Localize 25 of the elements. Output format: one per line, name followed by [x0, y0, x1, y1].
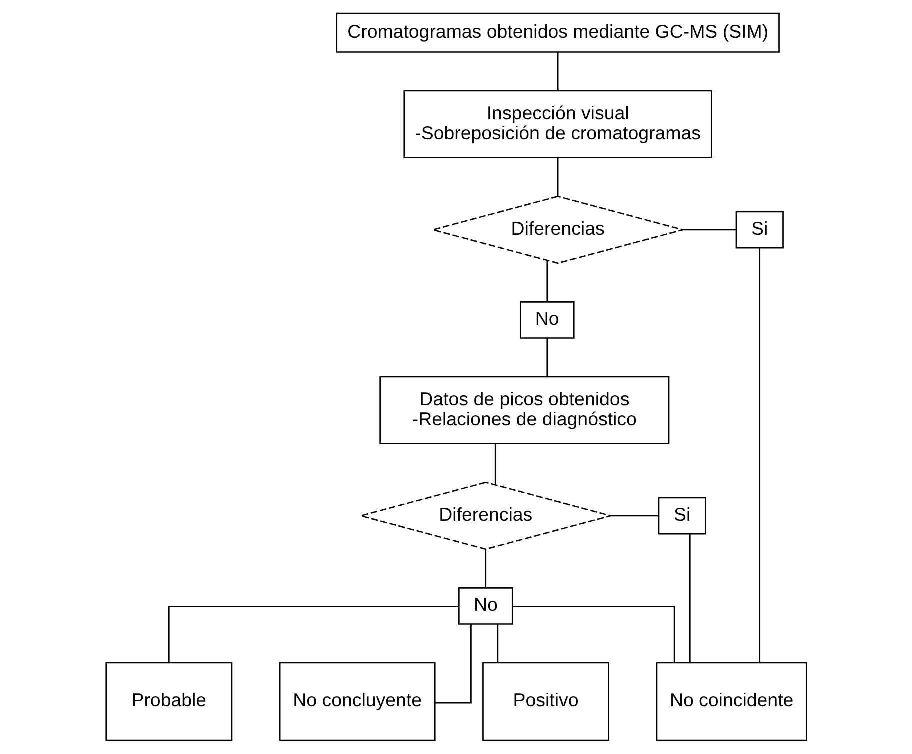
connector — [546, 338, 548, 377]
connector — [546, 261, 548, 302]
node-box: Probable — [105, 662, 232, 742]
node-box: Cromatogramas obtenidos mediante GC-MS (SIM) — [336, 12, 780, 53]
node-box: Si — [735, 211, 784, 249]
node-box: No — [519, 302, 574, 339]
connector — [688, 534, 690, 663]
node-box: Si — [658, 497, 706, 535]
connector — [683, 229, 736, 231]
connector — [494, 444, 496, 485]
connector — [512, 606, 675, 663]
connector — [484, 550, 486, 588]
connector — [434, 624, 472, 704]
connector — [168, 606, 458, 663]
node-box: Inspección visual -Sobreposición de cromatogramas — [403, 90, 712, 158]
node-box: Datos de picos obtenidos -Relaciones de diagnóstico — [379, 376, 670, 444]
connector — [758, 248, 760, 663]
connector — [556, 52, 558, 91]
node-box: No — [458, 588, 513, 625]
connector — [610, 515, 658, 517]
connector — [556, 158, 558, 196]
node-box: No concluyente — [278, 662, 436, 742]
node-box: No coincidente — [656, 662, 807, 742]
node-box: Positivo — [482, 662, 610, 742]
connector — [496, 624, 498, 663]
